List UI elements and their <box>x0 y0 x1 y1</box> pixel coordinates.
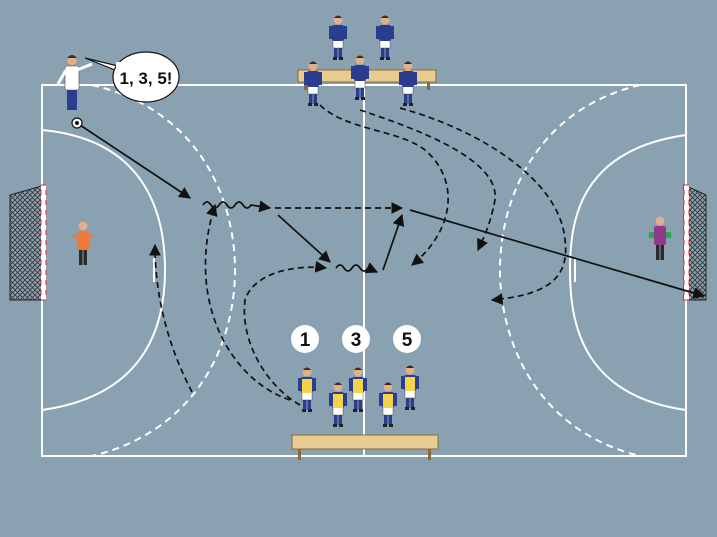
number-label: 3 <box>351 330 362 351</box>
run-arrow-1 <box>277 214 331 263</box>
free-throw-line-left <box>91 84 237 457</box>
goal-right <box>683 184 707 301</box>
ball-icon <box>71 117 83 129</box>
pass-arrow-1 <box>79 124 191 199</box>
free-throw-line-right <box>498 84 641 457</box>
goal-area-right <box>568 134 687 411</box>
run-arrow-yellow-2 <box>243 260 328 406</box>
blue-team <box>303 15 418 107</box>
goal-left <box>9 184 47 301</box>
speech-bubble: 1, 3, 5! <box>84 51 180 103</box>
player-icon <box>328 382 348 428</box>
player-icon <box>398 61 418 107</box>
player-icon <box>378 382 398 428</box>
dribble-arrow-2 <box>335 262 379 274</box>
number-label: 5 <box>402 330 413 351</box>
run-arrow-blue-2 <box>359 109 496 252</box>
number-badge-1: 1 <box>291 325 319 353</box>
coach-icon <box>56 55 93 110</box>
run-arrow-2 <box>382 213 405 271</box>
run-arrow-yellow-1 <box>204 203 291 401</box>
run-arrow-side <box>149 243 193 393</box>
player-icon <box>350 55 370 101</box>
number-badge-5: 5 <box>393 325 421 353</box>
run-arrow-blue-3 <box>399 107 567 305</box>
run-arrow-blue-1 <box>319 104 449 266</box>
number-label: 1 <box>300 330 311 351</box>
bench-bottom <box>291 434 439 460</box>
player-icon <box>328 15 348 61</box>
speech-bubble-text: 1, 3, 5! <box>120 69 173 88</box>
goalkeeper-left <box>72 221 94 265</box>
player-icon <box>303 61 323 107</box>
player-icon <box>297 367 317 413</box>
dribble-arrow-1 <box>202 200 272 213</box>
number-badge-3: 3 <box>342 325 370 353</box>
player-icon <box>375 15 395 61</box>
shot-arrow <box>409 209 706 299</box>
yellow-team <box>297 365 420 428</box>
player-icon <box>400 365 420 411</box>
goalkeeper-right <box>649 216 671 260</box>
goal-area-left <box>41 129 167 411</box>
